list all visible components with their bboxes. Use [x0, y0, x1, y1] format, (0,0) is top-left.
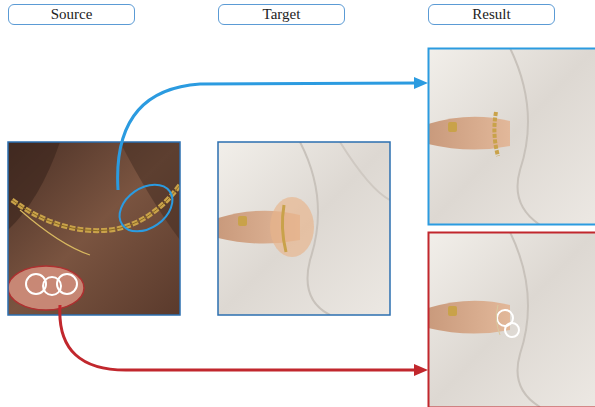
- red-arrow: [60, 305, 418, 370]
- header-pill: Result: [428, 4, 555, 25]
- target-photo: [218, 142, 390, 315]
- arrow-head: [414, 364, 428, 376]
- arrow-head: [414, 77, 428, 89]
- header-text: Source: [51, 6, 93, 23]
- header-pill: Target: [218, 4, 345, 25]
- blue-arrow: [118, 83, 418, 190]
- result-photo: [428, 232, 595, 407]
- header-text: Target: [263, 6, 301, 23]
- result-photo: [428, 48, 595, 225]
- source-photo: [8, 142, 180, 315]
- header-text: Result: [472, 6, 510, 23]
- header-pill: Source: [8, 4, 135, 25]
